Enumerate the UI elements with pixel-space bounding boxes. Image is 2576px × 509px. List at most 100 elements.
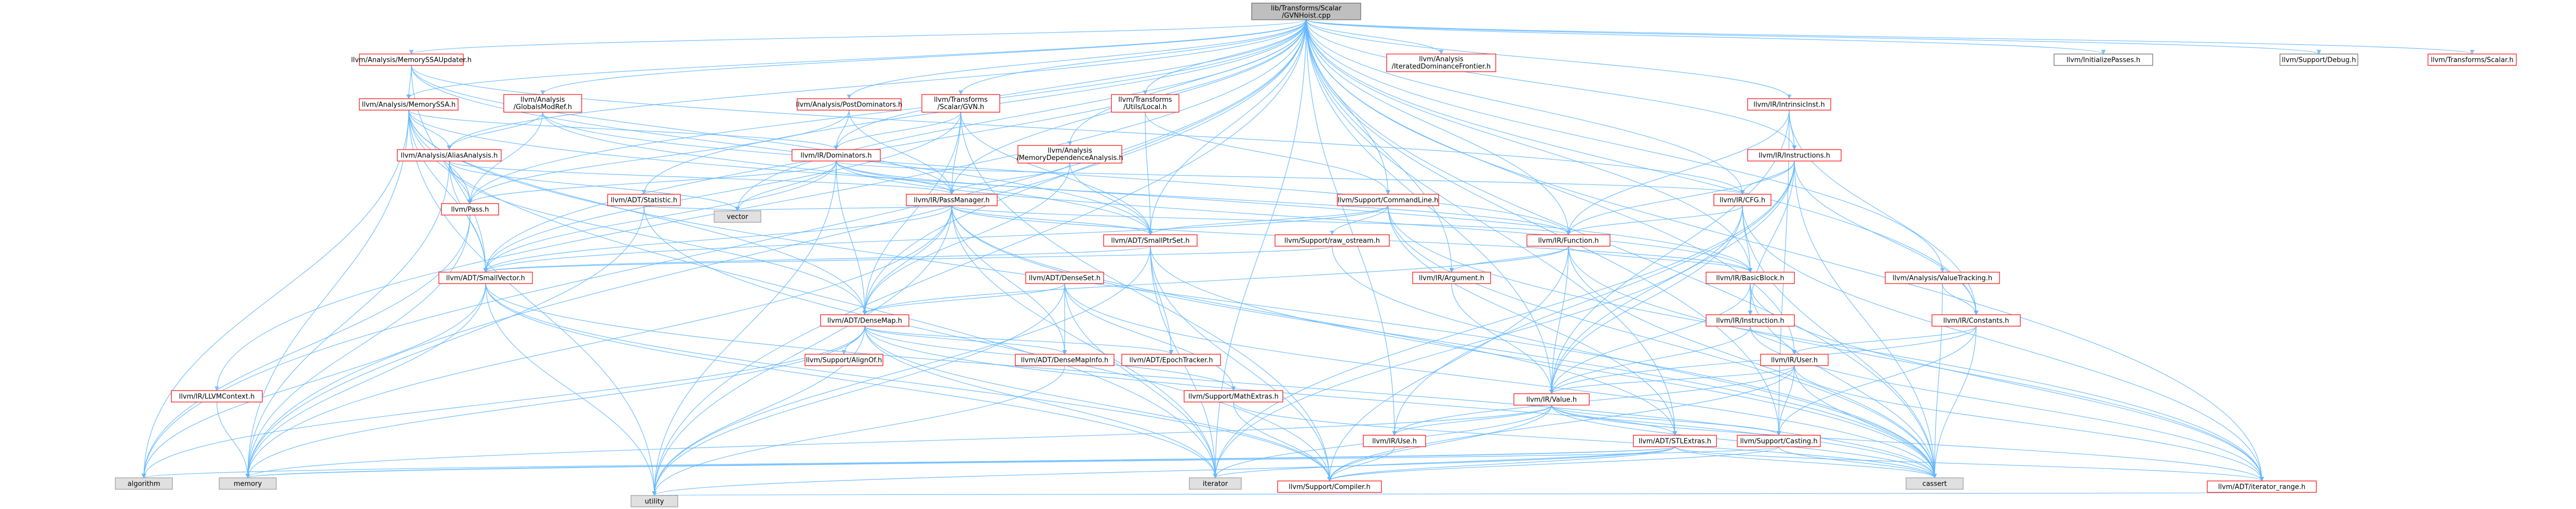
- node-box: [1184, 390, 1283, 403]
- node-memory: memory: [219, 477, 277, 490]
- node-llvm-adt-stlextras-h[interactable]: llvm/ADT/STLExtras.h: [1633, 435, 1717, 447]
- edge-root-to-memory: [245, 19, 1307, 478]
- edge-dominators-to-pass: [467, 160, 837, 204]
- edge-globalsmodref-to-pass: [467, 112, 543, 204]
- node-llvm-ir-use-h[interactable]: llvm/IR/Use.h: [1363, 435, 1426, 447]
- node-llvm-ir-value-h[interactable]: llvm/IR/Value.h: [1513, 393, 1590, 406]
- node-llvm-analysis-postdominators-h[interactable]: llvm/Analysis/PostDominators.h: [796, 98, 903, 111]
- node-llvm-adt-smallvector-h[interactable]: llvm/ADT/SmallVector.h: [438, 272, 533, 284]
- node-llvm-adt-densemap-h[interactable]: llvm/ADT/DenseMap.h: [820, 314, 909, 327]
- node-llvm-analysis-aliasanalysis-h[interactable]: llvm/Analysis/AliasAnalysis.h: [397, 149, 502, 162]
- node-box: [503, 94, 582, 113]
- edge-densesetinc-to-utility: [652, 283, 1065, 496]
- edge-dominators-to-smallvector: [483, 160, 837, 273]
- node-llvm-ir-function-h[interactable]: llvm/IR/Function.h: [1526, 234, 1611, 247]
- node-llvm-analysis-iterateddominancefrontier-h[interactable]: llvm/Analysis/IteratedDominanceFrontier.…: [1386, 53, 1496, 72]
- edge-cfg-to-iteratorrange: [1742, 205, 2264, 481]
- node-lib-transforms-scalar-gvnhoist-cpp[interactable]: lib/Transforms/Scalar/GVNHoist.cpp: [1251, 3, 1361, 20]
- node-llvm-analysis-memoryssa-h[interactable]: llvm/Analysis/MemorySSA.h: [359, 98, 459, 111]
- node-llvm-transforms-scalar-h[interactable]: llvm/Transforms/Scalar.h: [2427, 53, 2517, 66]
- edge-utilslocal-to-smallptrset: [1145, 112, 1153, 235]
- node-box: [219, 477, 277, 490]
- edge-cfg-to-value: [1549, 205, 1743, 394]
- node-llvm-ir-instructions-h[interactable]: llvm/IR/Instructions.h: [1747, 149, 1842, 162]
- node-llvm-adt-statistic-h[interactable]: llvm/ADT/Statistic.h: [607, 194, 681, 206]
- edge-gvn-to-dominators: [834, 112, 961, 150]
- node-llvm-analysis-memoryssaupdater-h[interactable]: llvm/Analysis/MemorySSAUpdater.h: [351, 53, 472, 66]
- edge-root-to-smallptrset: [1148, 19, 1307, 235]
- node-llvm-support-casting-h[interactable]: llvm/Support/Casting.h: [1737, 435, 1821, 447]
- edge-mssaupd-to-smallptrset: [411, 65, 1153, 235]
- edge-casting-to-memory: [246, 446, 1779, 478]
- node-llvm-analysis-valuetracking-h[interactable]: llvm/Analysis/ValueTracking.h: [1885, 272, 2000, 284]
- node-llvm-analysis-globalsmodref-h[interactable]: llvm/Analysis/GlobalsModRef.h: [503, 94, 582, 113]
- edge-densemapinfo-to-utility: [652, 365, 1065, 496]
- edge-passmanager-to-smallvector: [483, 205, 952, 273]
- node-box: [1706, 314, 1795, 327]
- node-llvm-pass-h[interactable]: llvm/Pass.h: [441, 203, 499, 216]
- node-llvm-adt-denseset-h[interactable]: llvm/ADT/DenseSet.h: [1025, 272, 1104, 284]
- node-box: [797, 98, 902, 111]
- node-label: llvm/Support/MathExtras.h: [1188, 393, 1279, 401]
- edge-intrinsic-to-constants: [1789, 110, 1979, 315]
- node-box: [1412, 272, 1491, 284]
- node-llvm-ir-user-h[interactable]: llvm/IR/User.h: [1760, 354, 1829, 366]
- node-label: llvm/ADT/EpochTracker.h: [1129, 357, 1213, 365]
- node-llvm-ir-argument-h[interactable]: llvm/IR/Argument.h: [1412, 272, 1491, 284]
- node-llvm-adt-smallptrset-h[interactable]: llvm/ADT/SmallPtrSet.h: [1103, 234, 1198, 247]
- node-llvm-support-compiler-h[interactable]: llvm/Support/Compiler.h: [1277, 480, 1382, 493]
- edge-user-to-value: [1549, 365, 1795, 394]
- edge-function-to-value: [1549, 246, 1569, 394]
- node-llvm-support-alignof-h[interactable]: llvm/Support/AlignOf.h: [804, 354, 883, 366]
- edge-cfg-to-function: [1566, 205, 1743, 235]
- node-label: utility: [645, 498, 664, 506]
- node-llvm-ir-basicblock-h[interactable]: llvm/IR/BasicBlock.h: [1706, 272, 1795, 284]
- edge-use-to-compiler: [1327, 446, 1395, 481]
- node-box: [359, 98, 459, 111]
- edge-argument-to-value: [1451, 283, 1554, 394]
- node-label: llvm/ADT/DenseSet.h: [1029, 275, 1101, 283]
- node-llvm-adt-epochtracker-h[interactable]: llvm/ADT/EpochTracker.h: [1121, 354, 1221, 366]
- node-box: [1906, 477, 1964, 490]
- node-llvm-ir-instruction-h[interactable]: llvm/IR/Instruction.h: [1706, 314, 1795, 327]
- node-label: llvm/ADT/iterator_range.h: [2218, 484, 2305, 491]
- node-llvm-transforms-scalar-gvn-h[interactable]: llvm/Transforms/Scalar/GVN.h: [921, 94, 1000, 113]
- node-llvm-ir-dominators-h[interactable]: llvm/IR/Dominators.h: [791, 149, 881, 162]
- node-llvm-initializepasses-h[interactable]: llvm/InitializePasses.h: [2054, 53, 2153, 66]
- node-box: [791, 149, 881, 162]
- node-llvm-adt-iterator-range-h[interactable]: llvm/ADT/iterator_range.h: [2207, 480, 2317, 493]
- edge-instruction-to-value: [1549, 326, 1751, 394]
- edge-utilslocal-to-cmdline: [1145, 112, 1390, 195]
- node-llvm-support-commandline-h[interactable]: llvm/Support/CommandLine.h: [1337, 194, 1439, 206]
- node-llvm-transforms-utils-local-h[interactable]: llvm/Transforms/Utils/Local.h: [1111, 94, 1179, 113]
- edge-smallvector-to-algorithm: [141, 283, 486, 478]
- node-llvm-ir-constants-h[interactable]: llvm/IR/Constants.h: [1931, 314, 2021, 327]
- edge-function-to-densemap: [862, 246, 1569, 315]
- edge-passmanager-to-densemapinfo: [951, 205, 1067, 355]
- edge-mssaupd-to-smallvector: [411, 65, 488, 273]
- node-box: [1526, 234, 1611, 247]
- edge-smallvector-to-compiler: [485, 283, 1332, 481]
- edge-constants-to-user: [1792, 326, 1977, 355]
- node-llvm-ir-passmanager-h[interactable]: llvm/IR/PassManager.h: [906, 194, 998, 206]
- node-llvm-support-debug-h[interactable]: llvm/Support/Debug.h: [2279, 53, 2358, 66]
- node-label: llvm/Support/Casting.h: [1740, 438, 1817, 446]
- node-box: [1015, 354, 1115, 366]
- node-llvm-adt-densemapinfo-h[interactable]: llvm/ADT/DenseMapInfo.h: [1015, 354, 1115, 366]
- edge-memdep-to-smallptrset: [1069, 163, 1153, 235]
- node-llvm-ir-cfg-h[interactable]: llvm/IR/CFG.h: [1713, 194, 1772, 206]
- node-llvm-ir-llvmcontext-h[interactable]: llvm/IR/LLVMContext.h: [171, 390, 263, 403]
- node-label: llvm/IR/IntrinsicInst.h: [1753, 101, 1824, 109]
- edge-gvn-to-smallptrset: [960, 112, 1153, 235]
- node-box: [1713, 194, 1772, 206]
- node-box: [1103, 234, 1198, 247]
- node-llvm-analysis-memorydependenceanalysis-h[interactable]: llvm/Analysis/MemoryDependenceAnalysis.h: [1016, 145, 1123, 164]
- edge-passmanager-to-utility: [652, 205, 952, 496]
- edge-smallptrset-to-utility: [652, 246, 1151, 496]
- node-box: [1025, 272, 1104, 284]
- node-llvm-support-raw-ostream-h[interactable]: llvm/Support/raw_ostream.h: [1274, 234, 1390, 247]
- node-box: [906, 194, 998, 206]
- node-llvm-support-mathextras-h[interactable]: llvm/Support/MathExtras.h: [1184, 390, 1283, 403]
- edge-smallptrset-to-smallvector: [483, 246, 1151, 273]
- node-llvm-ir-intrinsicinst-h[interactable]: llvm/IR/IntrinsicInst.h: [1747, 98, 1831, 111]
